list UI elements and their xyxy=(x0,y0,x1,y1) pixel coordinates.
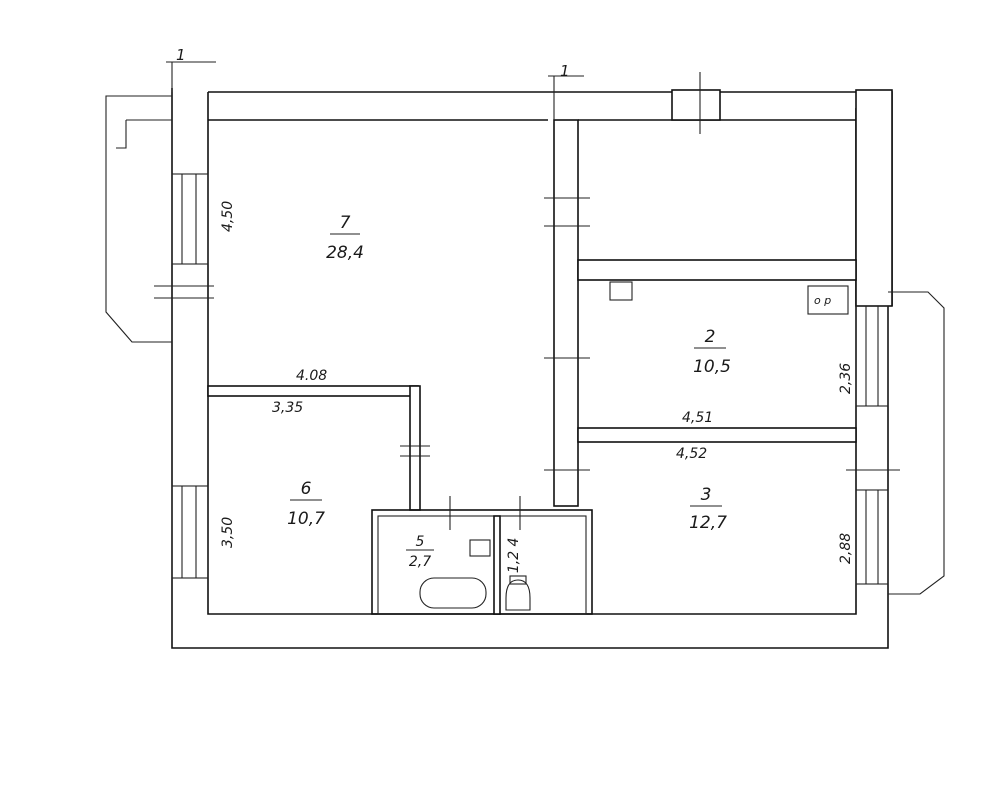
toilet-icon xyxy=(505,579,531,611)
room-area: 10,7 xyxy=(287,509,325,529)
room-number: 2 xyxy=(705,327,716,347)
partitions xyxy=(207,259,857,511)
room-number: 3 xyxy=(701,485,712,505)
room-label-7: 7 28,4 xyxy=(326,213,364,263)
room-area: 2,7 xyxy=(409,554,431,570)
room-label-2: 2 10,5 xyxy=(693,327,731,377)
room-label-5: 5 2,7 xyxy=(406,534,434,570)
dimension-mid-bottom: 4,52 xyxy=(676,446,707,462)
dimension-right-kitchen: 2,36 xyxy=(838,363,854,394)
dimension-partition-bottom: 3,35 xyxy=(272,400,303,416)
room-label-6: 6 10,7 xyxy=(287,479,325,529)
room-area: 10,5 xyxy=(693,357,731,377)
room-number: 6 xyxy=(301,479,312,499)
dimension-partition-top: 4.08 xyxy=(296,368,327,384)
central-wall xyxy=(544,119,590,507)
outer-walls xyxy=(171,88,893,649)
right-balcony xyxy=(888,291,945,595)
stove-label: o p xyxy=(814,294,831,307)
stove-icon xyxy=(807,285,849,315)
left-windows xyxy=(154,173,214,579)
section-right-label: 1 xyxy=(560,62,570,80)
bathtub-icon xyxy=(419,577,487,609)
left-balcony xyxy=(105,95,172,343)
room-number: 4 xyxy=(506,538,522,547)
section-left-label: 1 xyxy=(176,46,186,64)
room-number: 5 xyxy=(416,534,425,550)
dimension-mid-top: 4,51 xyxy=(682,410,713,426)
kitchen-sink-icon xyxy=(609,281,633,301)
right-column xyxy=(855,89,893,307)
right-windows xyxy=(846,305,900,585)
room-area: 28,4 xyxy=(326,243,364,263)
dimension-left-bottom: 3,50 xyxy=(220,517,236,548)
section-mark-left: 1 xyxy=(166,46,216,92)
room-label-4: 4 1,2 xyxy=(506,538,522,574)
section-mark-right: 1 xyxy=(548,62,584,120)
vent-shaft xyxy=(671,89,721,121)
room-area: 12,7 xyxy=(689,513,727,533)
room-label-3: 3 12,7 xyxy=(689,485,727,533)
dimension-left-top: 4,50 xyxy=(220,201,236,232)
room-number: 7 xyxy=(340,213,351,233)
sink-icon xyxy=(469,539,491,557)
dimension-right-bottom: 2,88 xyxy=(838,533,854,564)
bathroom-block xyxy=(371,496,593,615)
room-area: 1,2 xyxy=(506,551,522,573)
